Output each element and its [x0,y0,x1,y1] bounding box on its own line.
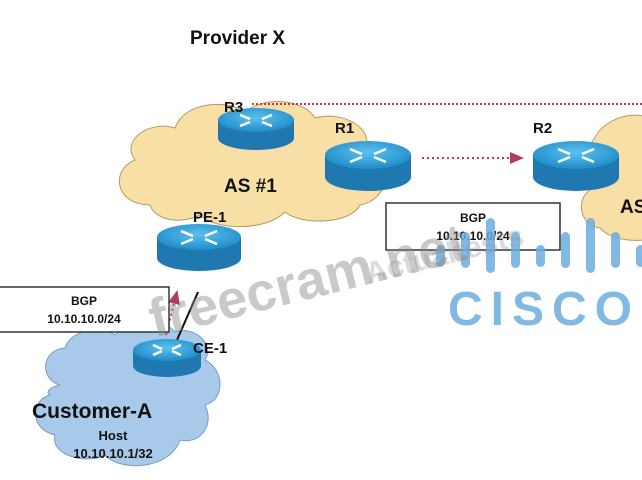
router-r2-label: R2 [533,120,552,137]
customer-name: Customer-A [32,400,152,423]
router-arrows-icon [557,147,595,164]
ce1-pe1-link [176,291,199,341]
router-arrows-icon [180,229,218,246]
router-arrows-icon [152,343,182,357]
router-ce1-label: CE-1 [193,340,227,357]
as1-cloud [118,101,386,228]
as2-label: AS [620,197,642,218]
bgp-left-prefix: 10.10.10.0/24 [47,312,121,326]
customer-host-ip: 10.10.10.1/32 [73,446,153,461]
router-r3[interactable] [218,108,294,150]
as1-label: AS #1 [224,176,277,197]
cisco-logo: CISCO [436,218,642,336]
router-r2[interactable] [533,141,619,191]
router-ce1[interactable] [133,339,201,377]
router-r3-label: R3 [224,99,243,116]
router-pe1[interactable] [157,224,241,271]
router-pe1-label: PE-1 [193,209,226,226]
bgp-left-title: BGP [71,294,97,308]
page-title: Provider X [190,28,285,49]
router-arrows-icon [239,113,273,128]
bgp-right-title: BGP [460,211,486,225]
bgp-box-left [0,286,170,333]
router-r1-label: R1 [335,120,354,137]
ce1-pe1-arrow [165,290,180,336]
router-arrows-icon [349,147,387,164]
bgp-box-right [385,202,561,251]
router-r1[interactable] [325,141,411,191]
customer-host-label: Host [99,428,129,443]
cisco-logo-text: CISCO [448,283,640,336]
